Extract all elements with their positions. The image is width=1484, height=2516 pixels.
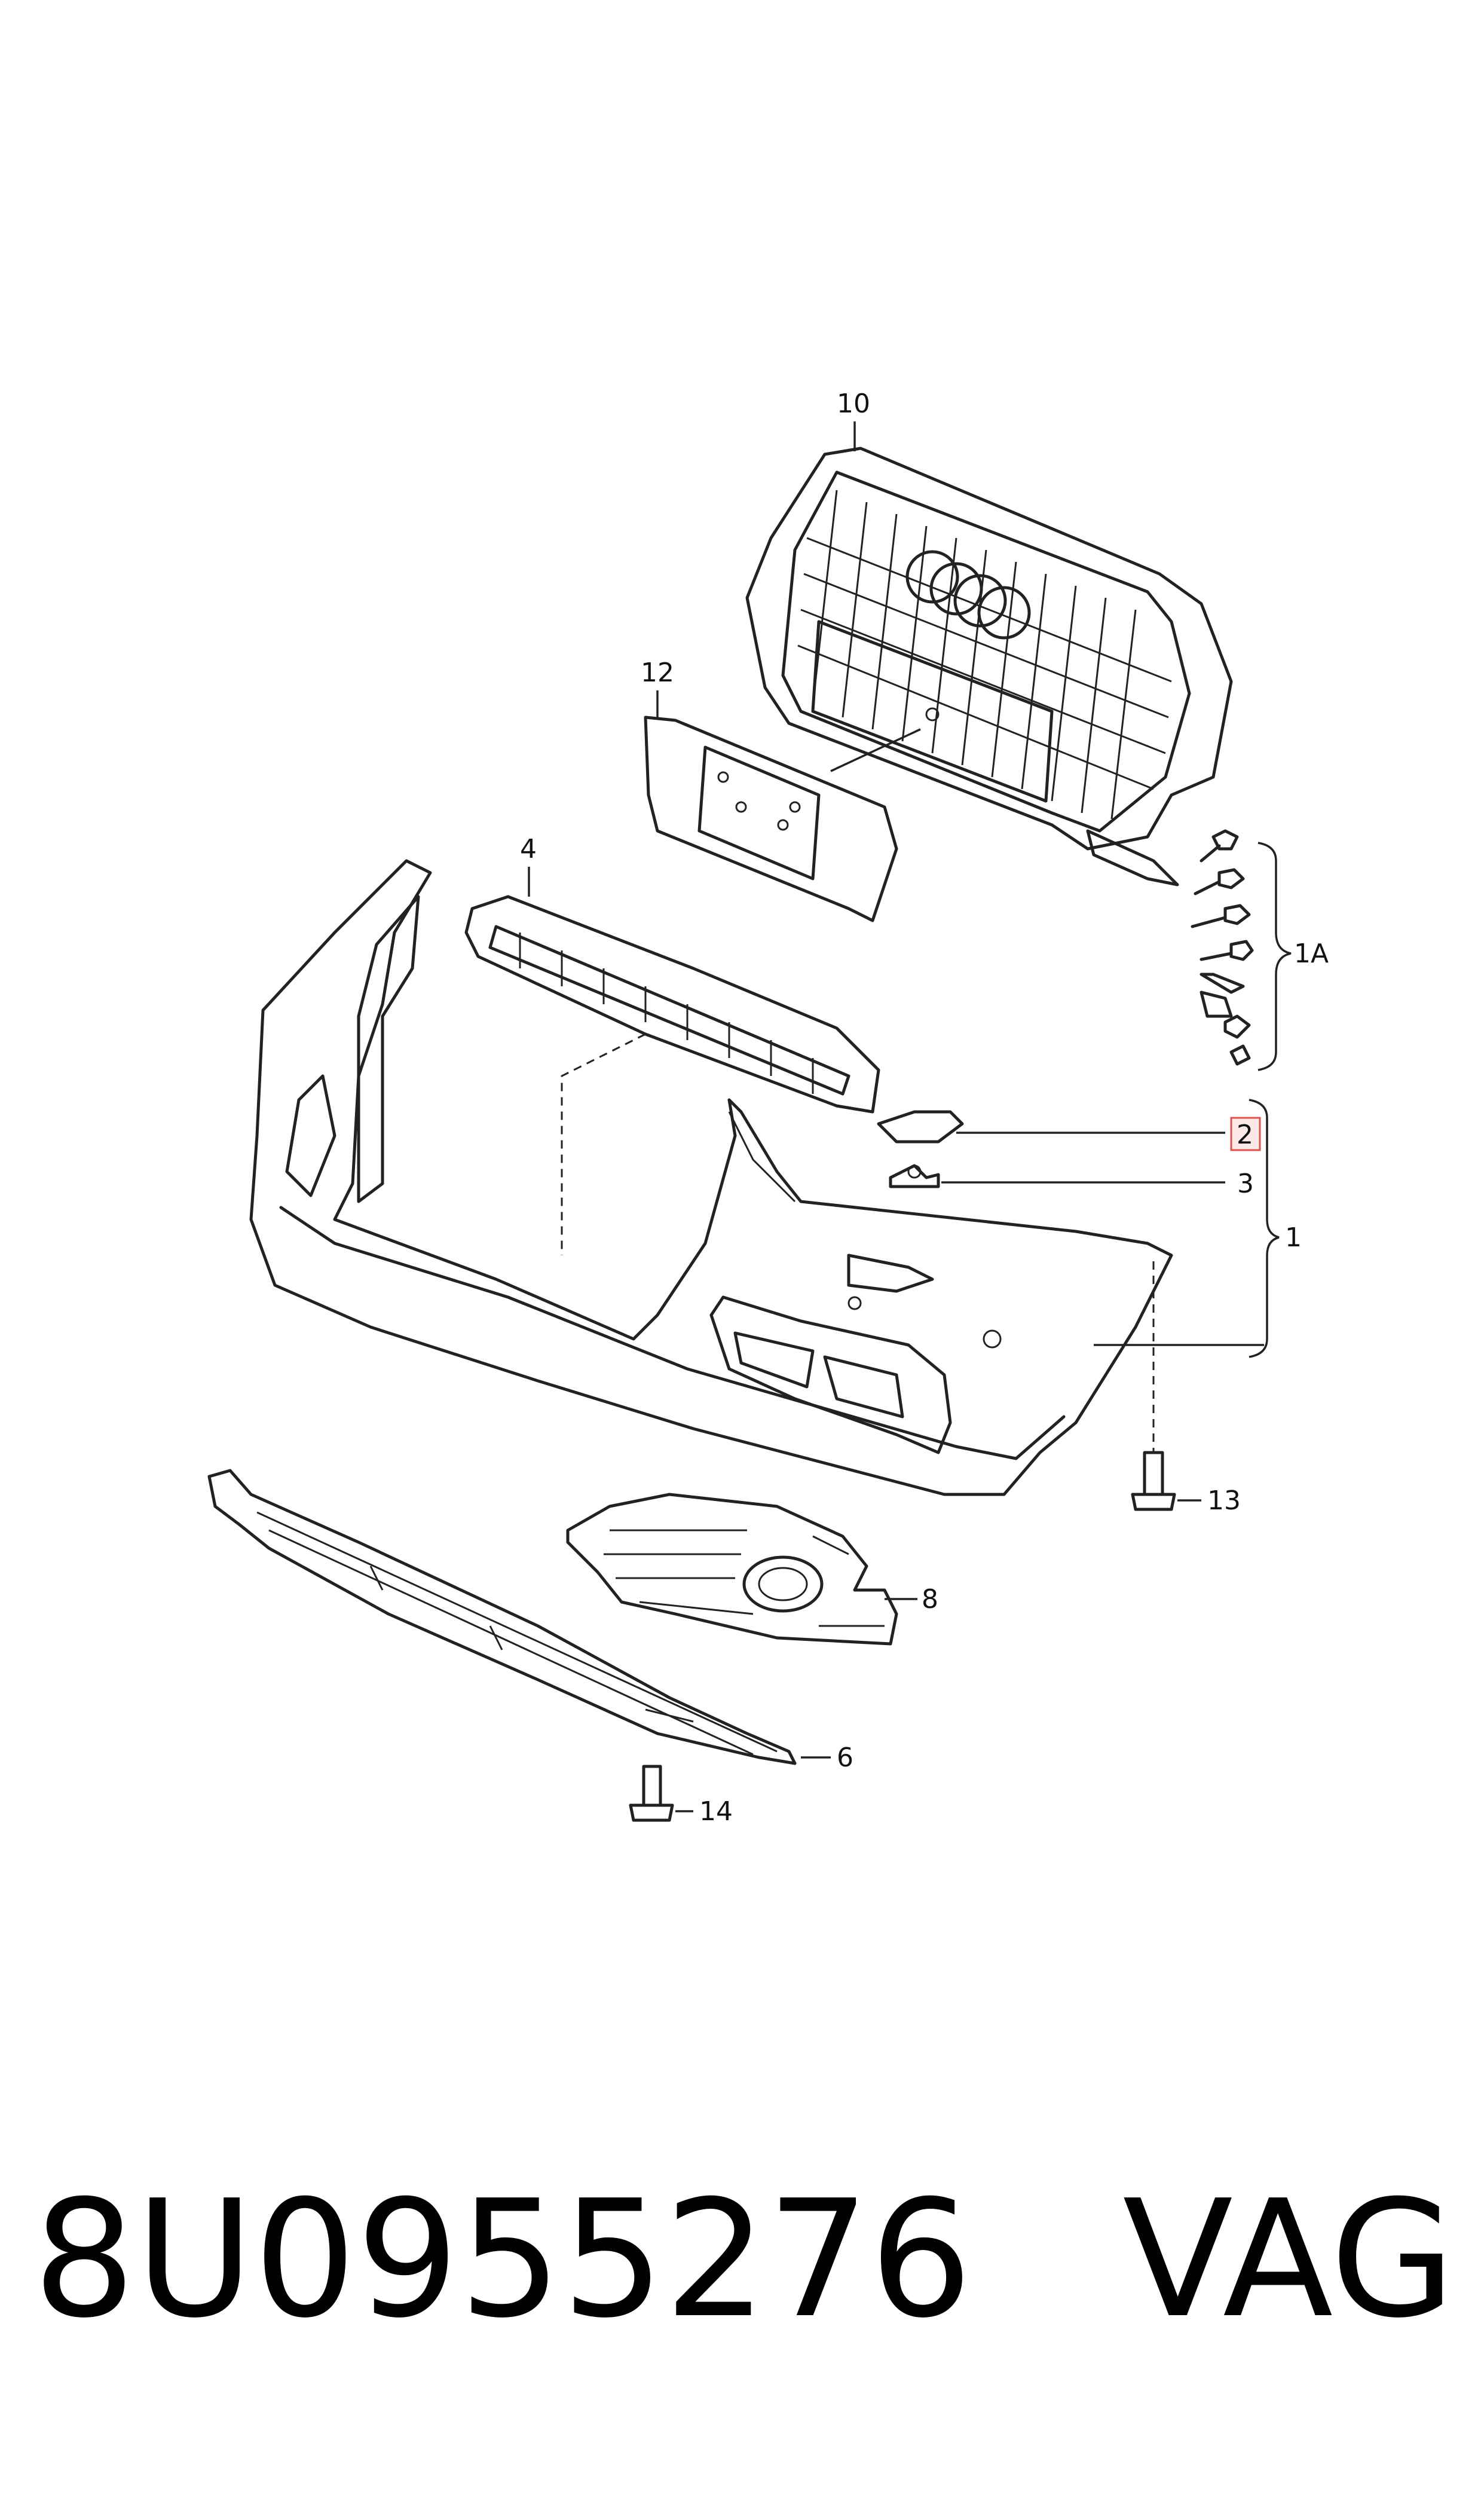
grille-part-10 xyxy=(745,447,1233,886)
callout-6: 6 xyxy=(837,1742,853,1773)
callout-3: 3 xyxy=(1237,1169,1254,1199)
callout-1A: 1A xyxy=(1294,938,1329,969)
callout-2-highlight-box[interactable] xyxy=(1230,1117,1261,1151)
callout-2: 2 xyxy=(1237,1120,1253,1150)
callout-10: 10 xyxy=(837,389,870,419)
washer-cap-part-2 xyxy=(877,1110,1225,1144)
callout-14: 14 xyxy=(699,1796,733,1827)
callout-12: 12 xyxy=(641,658,674,688)
part-number: 8U0955276 xyxy=(33,2165,972,2353)
fastener-set-1A xyxy=(1191,829,1292,1071)
fog-grille-part-8 xyxy=(566,1493,917,1646)
bumper-part-1 xyxy=(249,859,1264,1496)
part-info-footer: 8U0955276 VAG xyxy=(33,2164,1455,2355)
bolt-part-14 xyxy=(629,1765,693,1822)
lower-grille-part-6 xyxy=(207,1469,831,1765)
callout-13: 13 xyxy=(1207,1485,1241,1516)
bracket-part-1 xyxy=(1249,1099,1280,1358)
brand-name: VAG xyxy=(1122,2165,1455,2353)
callout-4: 4 xyxy=(520,834,537,864)
plate-holder-part-12 xyxy=(644,716,921,922)
bracket-part-4 xyxy=(464,895,880,1255)
callout-1: 1 xyxy=(1285,1222,1302,1253)
callout-8: 8 xyxy=(922,1584,938,1615)
clip-part-3 xyxy=(889,1164,1225,1188)
bolt-part-13 xyxy=(1131,1451,1201,1511)
